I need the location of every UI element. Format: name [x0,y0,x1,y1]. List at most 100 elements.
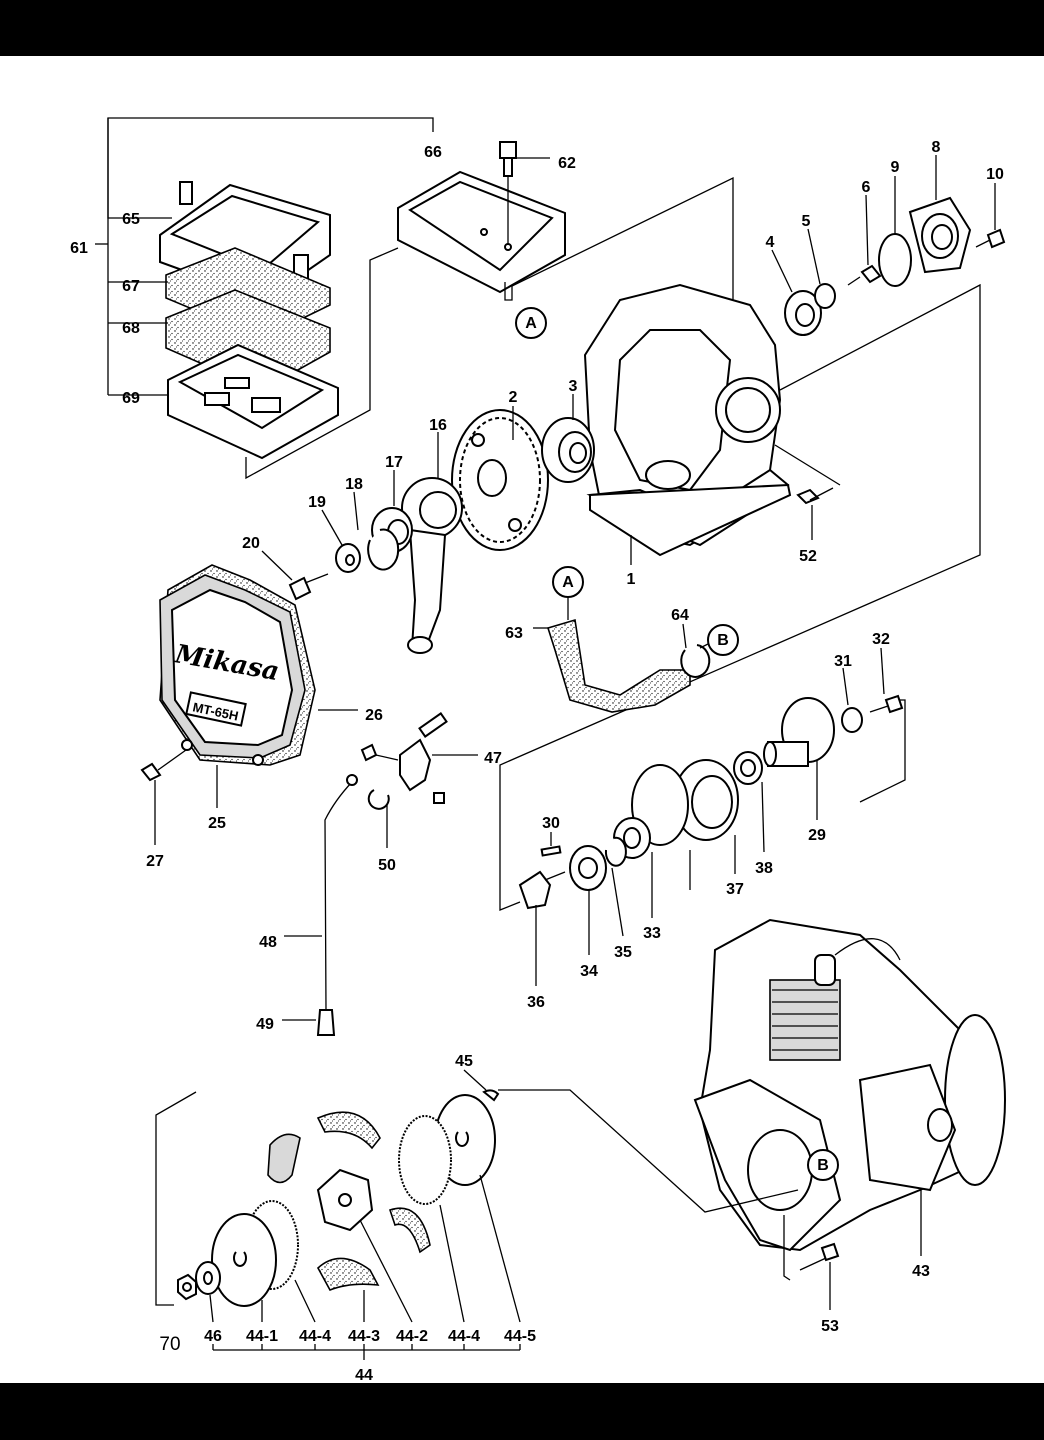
part-label-2: 2 [509,389,518,406]
bolt-32 [859,647,906,803]
part-label-44-3: 44-3 [348,1328,380,1345]
clutch-assembly-44 [155,1069,521,1360]
bolt-20 [261,550,329,601]
connecting-rod-16 [401,432,463,654]
part-label-67: 67 [122,278,140,295]
part-label-63: 63 [505,625,523,642]
part-label-27: 27 [146,853,164,870]
part-label-61: 61 [70,240,88,257]
pinion-36 [518,870,566,986]
fuel-cock-47 [360,712,478,804]
part-label-36: 36 [527,994,545,1011]
part-label-32: 32 [872,631,890,648]
flange-8 [908,155,972,274]
gear-case-1 [499,283,981,911]
part-label-66: 66 [424,144,442,161]
clamp-50 [367,789,390,848]
part-label-8: 8 [932,139,941,156]
cylinder-fins [772,989,838,1051]
reference-circle [807,1149,839,1181]
screw-6 [847,194,882,286]
part-label-16: 16 [429,417,447,434]
key-30 [540,832,562,857]
clutch-hub-44-2 [316,1168,413,1323]
part-label-17: 17 [385,454,403,471]
part-label-3: 3 [569,378,578,395]
part-label-45: 45 [455,1053,473,1070]
bearing-33 [613,817,653,918]
part-label-34: 34 [580,963,598,980]
clutch-plate-44-1 [211,1213,277,1322]
housing-37 [673,759,739,874]
part-label-26: 26 [365,707,383,724]
gear-cover-25: Mikasa MT-65H [140,564,358,845]
part-label-62: 62 [558,155,576,172]
spring-ring-44-4b [398,1115,465,1323]
part-label-64: 64 [671,607,689,624]
part-label-69: 69 [122,390,140,407]
key-45 [463,1069,500,1102]
clutch-drum-29 [763,697,835,820]
part-label-43: 43 [912,1263,930,1280]
part-label-38: 38 [755,860,773,877]
engine-43 [498,918,1006,1310]
part-label-49: 49 [256,1016,274,1033]
part-label-65: 65 [122,211,140,228]
part-label-4: 4 [766,234,775,251]
part-label-44-4: 44-4 [299,1328,331,1345]
washer-5 [807,228,836,309]
nut-70 [177,1273,197,1301]
part-label-31: 31 [834,653,852,670]
bearing-38 [733,751,765,853]
fuel-hose-48 [284,774,358,1011]
part-label-33: 33 [643,925,661,942]
part-label-68: 68 [122,320,140,337]
bolt-10 [975,183,1006,249]
part-label-20: 20 [242,535,260,552]
part-label-47: 47 [484,750,502,767]
part-label-29: 29 [808,827,826,844]
top-black-bar [0,0,1044,56]
reference-marker-a: A [515,307,547,339]
clutch-shoe-44-3 [316,1257,380,1322]
part-label-1: 1 [627,571,636,588]
part-label-48: 48 [259,934,277,951]
part-label-44: 44 [355,1367,373,1384]
part-label-44-4: 44-4 [448,1328,480,1345]
reference-letter: A [562,574,574,591]
part-label-44-2: 44-2 [396,1328,428,1345]
part-label-10: 10 [986,166,1004,183]
reference-circle [707,624,739,656]
air-cleaner-group [95,117,434,480]
part-label-37: 37 [726,881,744,898]
intake-tube-63 [533,590,711,713]
snap-ring-35 [604,836,627,937]
part-label-52: 52 [799,548,817,565]
reference-marker-b: B [707,624,739,656]
part-label-25: 25 [208,815,226,832]
part-label-5: 5 [802,213,811,230]
bearing-4 [771,249,822,336]
reference-marker-a: A [552,566,584,598]
part-label-19: 19 [308,494,326,511]
washer-46 [195,1261,221,1323]
reference-letter: B [817,1157,829,1174]
reference-letter: A [525,315,537,332]
cover-plate-66 [397,141,734,312]
bearing-34 [569,845,607,955]
part-label-30: 30 [542,815,560,832]
reference-markers: A A B B [515,307,839,1181]
part-label-35: 35 [614,944,632,961]
bearing-3 [541,394,595,483]
snap-ring-18-19 [321,491,400,573]
clutch-shoe-upper [267,1111,431,1254]
reference-letter: B [717,632,729,649]
clutch-plate-44-5 [434,1094,521,1323]
part-label-46: 46 [204,1328,222,1345]
part-label-44-1: 44-1 [246,1328,278,1345]
reference-marker-b: B [807,1149,839,1181]
part-label-50: 50 [378,857,396,874]
part-label-53: 53 [821,1318,839,1335]
